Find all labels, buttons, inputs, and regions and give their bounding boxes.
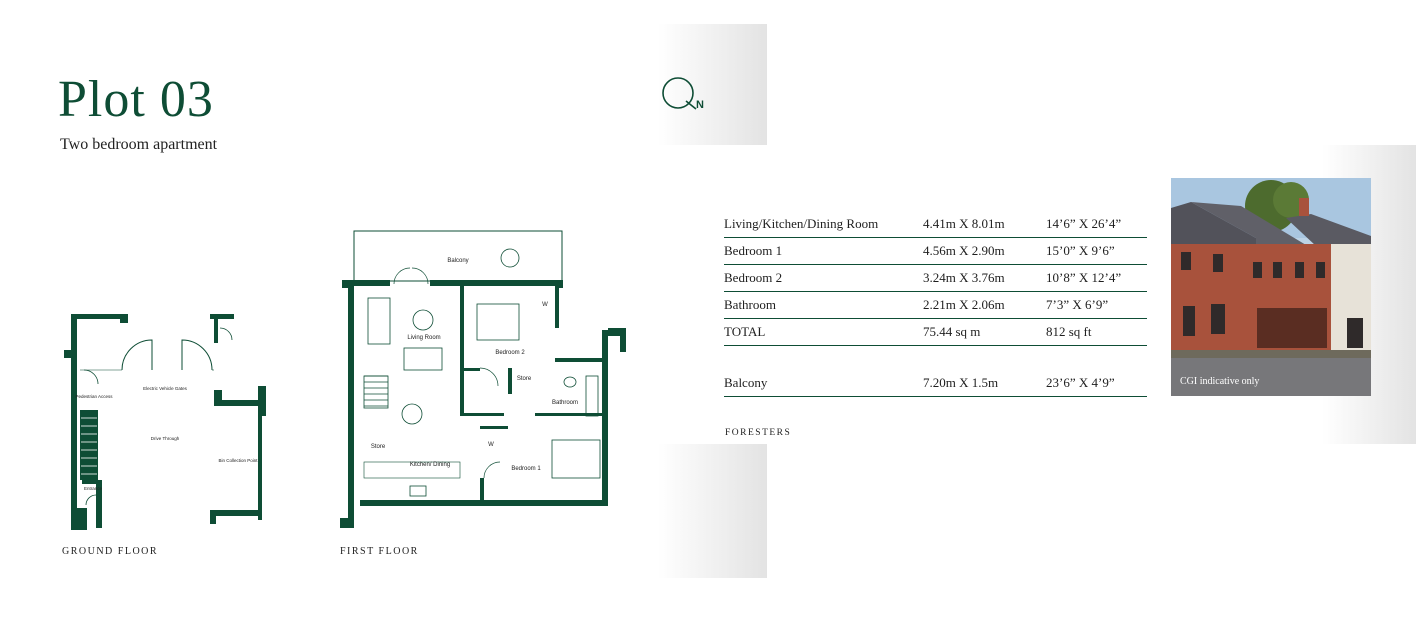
photo-caption: CGI indicative only	[1180, 376, 1260, 387]
metric-size: 2.21m X 2.06m	[923, 297, 1005, 312]
compass-north-label: N	[696, 99, 704, 111]
imperial-size: 10’8” X 12’4”	[1046, 270, 1122, 285]
imperial-size: 15’0” X 9’6”	[1046, 243, 1115, 258]
page-subtitle: Two bedroom apartment	[60, 136, 218, 153]
ground-floor-plan: Pedestrian Access Electric Vehicle Gates…	[64, 314, 266, 530]
room-label-bedroom-1: Bedroom 1	[511, 466, 541, 472]
table-row: Bathroom 2.21m X 2.06m 7’3” X 6’9”	[724, 292, 1147, 319]
metric-size: 3.24m X 3.76m	[923, 270, 1005, 285]
room-label-living-room: Living Room	[407, 335, 440, 341]
imperial-size: 14’6” X 26’4”	[1046, 216, 1122, 231]
cgi-house-image	[1171, 178, 1371, 396]
room-label-bathroom: Bathroom	[552, 400, 578, 406]
room-label-wardrobe-1: W	[542, 302, 548, 308]
metric-size: 7.20m X 1.5m	[923, 375, 999, 390]
room-name: Bedroom 2	[724, 270, 783, 285]
compass-icon	[662, 77, 697, 110]
metric-size: 75.44 sq m	[923, 324, 981, 339]
imperial-size: 812 sq ft	[1046, 324, 1092, 339]
background-fade-top	[658, 24, 767, 145]
background-fade-bottom	[658, 444, 767, 578]
room-label-pedestrian-access: Pedestrian Access	[75, 394, 113, 399]
first-floor-label: FIRST FLOOR	[340, 546, 419, 557]
room-label-kitchen-dining: Kitchen/ Dining	[410, 462, 450, 468]
room-label-drive-through: Drive Through	[151, 436, 180, 441]
imperial-size: 7’3” X 6’9”	[1046, 297, 1109, 312]
table-row: Bedroom 2 3.24m X 3.76m 10’8” X 12’4”	[724, 265, 1147, 292]
table-row: Bedroom 1 4.56m X 2.90m 15’0” X 9’6”	[724, 238, 1147, 265]
room-label-wardrobe-2: W	[488, 442, 494, 448]
room-name: Balcony	[724, 375, 768, 390]
room-label-store-2: Store	[371, 444, 386, 450]
imperial-size: 23’6” X 4’9”	[1046, 375, 1115, 390]
room-name: Living/Kitchen/Dining Room	[724, 216, 879, 231]
room-label-entrance: Entrance	[84, 486, 103, 491]
metric-size: 4.56m X 2.90m	[923, 243, 1005, 258]
room-name: Bedroom 1	[724, 243, 783, 258]
room-label-balcony: Balcony	[447, 258, 468, 264]
first-floor-plan: Balcony Living Room Bedroom 2 W Store Ba…	[340, 230, 626, 528]
table-row-balcony: Balcony 7.20m X 1.5m 23’6” X 4’9”	[724, 370, 1147, 397]
page-title: Plot 03	[58, 71, 214, 128]
ground-floor-label: GROUND FLOOR	[62, 546, 159, 557]
metric-size: 4.41m X 8.01m	[923, 216, 1005, 231]
dimensions-table: Living/Kitchen/Dining Room 4.41m X 8.01m…	[724, 211, 1147, 397]
room-label-store-1: Store	[517, 376, 532, 382]
room-label-electric-vehicle-gates: Electric Vehicle Gates	[143, 386, 188, 391]
table-row: Living/Kitchen/Dining Room 4.41m X 8.01m…	[724, 211, 1147, 238]
room-name: TOTAL	[724, 324, 766, 339]
table-row-total: TOTAL 75.44 sq m 812 sq ft	[724, 319, 1147, 346]
room-name: Bathroom	[724, 297, 776, 312]
room-label-bedroom-2: Bedroom 2	[495, 350, 525, 356]
brand-label: FORESTERS	[725, 428, 792, 438]
room-label-bin-collection-point: Bin Collection Point	[218, 458, 258, 463]
